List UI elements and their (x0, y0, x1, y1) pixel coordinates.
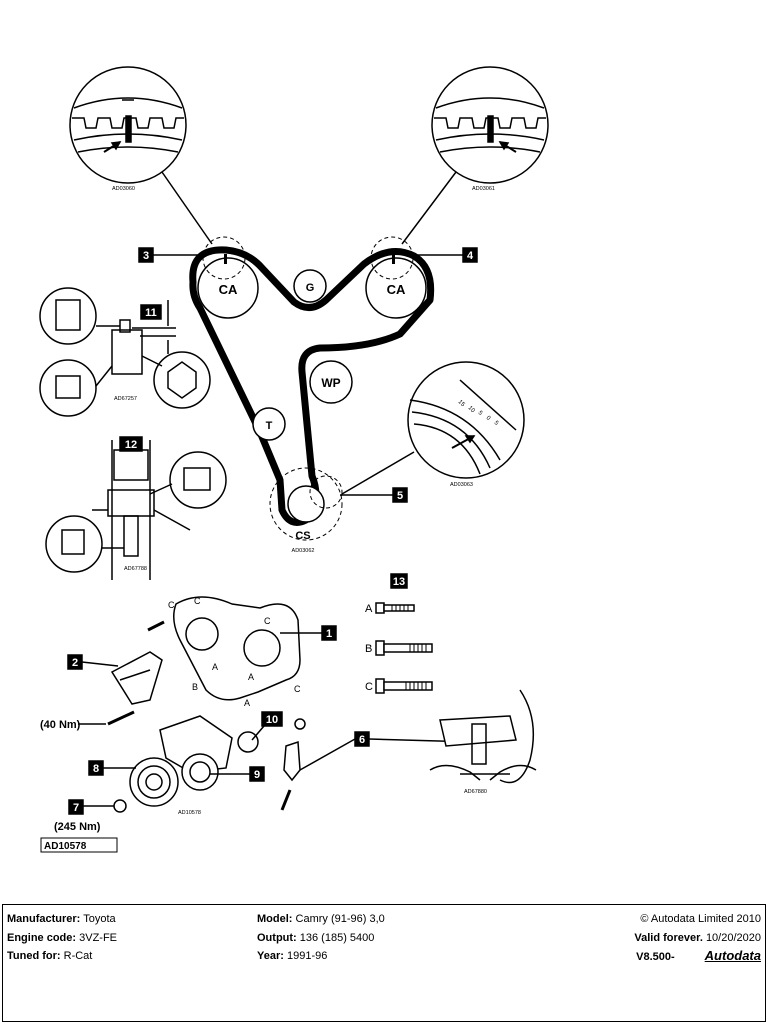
manufacturer-label: Manufacturer: (7, 913, 81, 925)
ref-ad03062: AD03062 (292, 548, 315, 554)
ref-ad10578-small: AD10578 (178, 810, 201, 816)
callout-13: 13 (393, 576, 405, 588)
cover-letter-b: B (192, 682, 198, 692)
bolt-label-a: A (365, 603, 373, 615)
scale-15: 15 (457, 399, 466, 408)
cover-letter-c3: C (264, 616, 271, 626)
timing-belt (189, 246, 435, 526)
ref-ad03060: AD03060 (112, 186, 135, 192)
ref-ad67257: AD67257 (114, 396, 137, 402)
footer-col-copyright: © Autodata Limited 2010 Valid forever. 1… (634, 910, 761, 967)
model-value: Camry (91-96) 3,0 (295, 913, 385, 925)
ref-ad67788: AD67788 (124, 566, 147, 572)
callout-8: 8 (93, 763, 99, 775)
callout-3: 3 (143, 250, 149, 262)
output-label: Output: (257, 931, 297, 944)
main-code: AD10578 (44, 841, 87, 852)
footer-col-model: Model: Camry (91-96) 3,0 Output: 136 (18… (257, 910, 385, 966)
callout-5: 5 (397, 490, 403, 502)
tuned-label: Tuned for: (7, 950, 61, 962)
model-label: Model: (257, 913, 293, 925)
scale-10: 10 (467, 405, 476, 414)
callout-11: 11 (145, 307, 157, 319)
cover-letter-a2: A (248, 672, 254, 682)
engine-label: Engine code: (7, 931, 77, 944)
scale-5b: 5 (493, 420, 500, 427)
pulley-ca-left: CA (219, 282, 238, 297)
year-value: 1991-96 (286, 950, 328, 962)
crank-mark-detail (407, 361, 525, 479)
callout-12: 12 (125, 439, 137, 451)
ref-ad03061: AD03061 (472, 186, 495, 192)
callout-2: 2 (72, 657, 78, 669)
bolt-label-c: C (365, 681, 373, 693)
valid-label: Valid forever. (634, 931, 703, 944)
pulley-wp: WP (321, 376, 340, 390)
engine-row: Engine code: 3VZ-FE (7, 929, 117, 948)
callout-7: 7 (73, 802, 79, 814)
version-row: V8.500- Autodata (634, 947, 761, 967)
version: V8.500- (636, 951, 675, 963)
callout-9: 9 (254, 769, 260, 781)
cover-letter-a3: A (244, 698, 250, 708)
bracket (110, 651, 163, 705)
timing-belt-diagram: AD03060 CA CA G WP (39, 66, 549, 853)
year-label: Year: (257, 950, 284, 962)
tuned-row: Tuned for: R-Cat (7, 947, 117, 966)
pump-assembly (113, 715, 306, 813)
callout-6: 6 (359, 734, 365, 746)
tuned-value: R-Cat (63, 950, 93, 962)
valid-row: Valid forever. 10/20/2020 (634, 929, 761, 948)
output-value: 136 (185) 5400 (299, 931, 375, 944)
bolt-b (375, 640, 433, 656)
scale-0: 0 (485, 415, 492, 422)
belt-removal-sketch (429, 689, 537, 784)
footer-col-vehicle: Manufacturer: Toyota Engine code: 3VZ-FE… (7, 910, 117, 966)
autodata-logo: Autodata (704, 948, 761, 963)
callout-1: 1 (326, 628, 332, 640)
engine-value: 3VZ-FE (79, 931, 118, 944)
bolt-label-b: B (365, 643, 372, 655)
pulley-ca-right: CA (387, 282, 406, 297)
tensioner-install (45, 440, 227, 580)
timing-cover (173, 596, 301, 701)
cam-left-detail (69, 66, 187, 184)
ref-ad67880: AD67880 (464, 789, 487, 795)
tensioner-detail (39, 287, 211, 417)
cover-letter-c1: C (168, 600, 175, 610)
model-row: Model: Camry (91-96) 3,0 (257, 910, 385, 929)
cover-letter-c2: C (194, 596, 201, 606)
output-row: Output: 136 (185) 5400 (257, 929, 385, 948)
manufacturer-row: Manufacturer: Toyota (7, 910, 117, 929)
copyright: © Autodata Limited 2010 (640, 913, 761, 925)
scale-5a: 5 (477, 410, 484, 417)
torque-40nm: (40 Nm) (40, 719, 81, 731)
pulley-cs: CS (295, 530, 310, 542)
year-row: Year: 1991-96 (257, 947, 385, 966)
bolt-c (375, 678, 433, 694)
callout-10: 10 (266, 714, 278, 726)
bolt-a (375, 602, 415, 614)
pulley-g: G (306, 282, 315, 294)
valid-date: 10/20/2020 (705, 931, 761, 944)
cam-right-detail (431, 66, 549, 184)
ref-ad03063: AD03063 (450, 482, 473, 488)
pulley-t: T (266, 420, 273, 432)
info-footer: Manufacturer: Toyota Engine code: 3VZ-FE… (2, 904, 766, 1022)
torque-245nm: (245 Nm) (54, 821, 101, 833)
cover-letter-c4: C (294, 684, 301, 694)
manufacturer-value: Toyota (83, 913, 116, 925)
callout-4: 4 (467, 250, 474, 262)
cover-letter-a1: A (212, 662, 218, 672)
